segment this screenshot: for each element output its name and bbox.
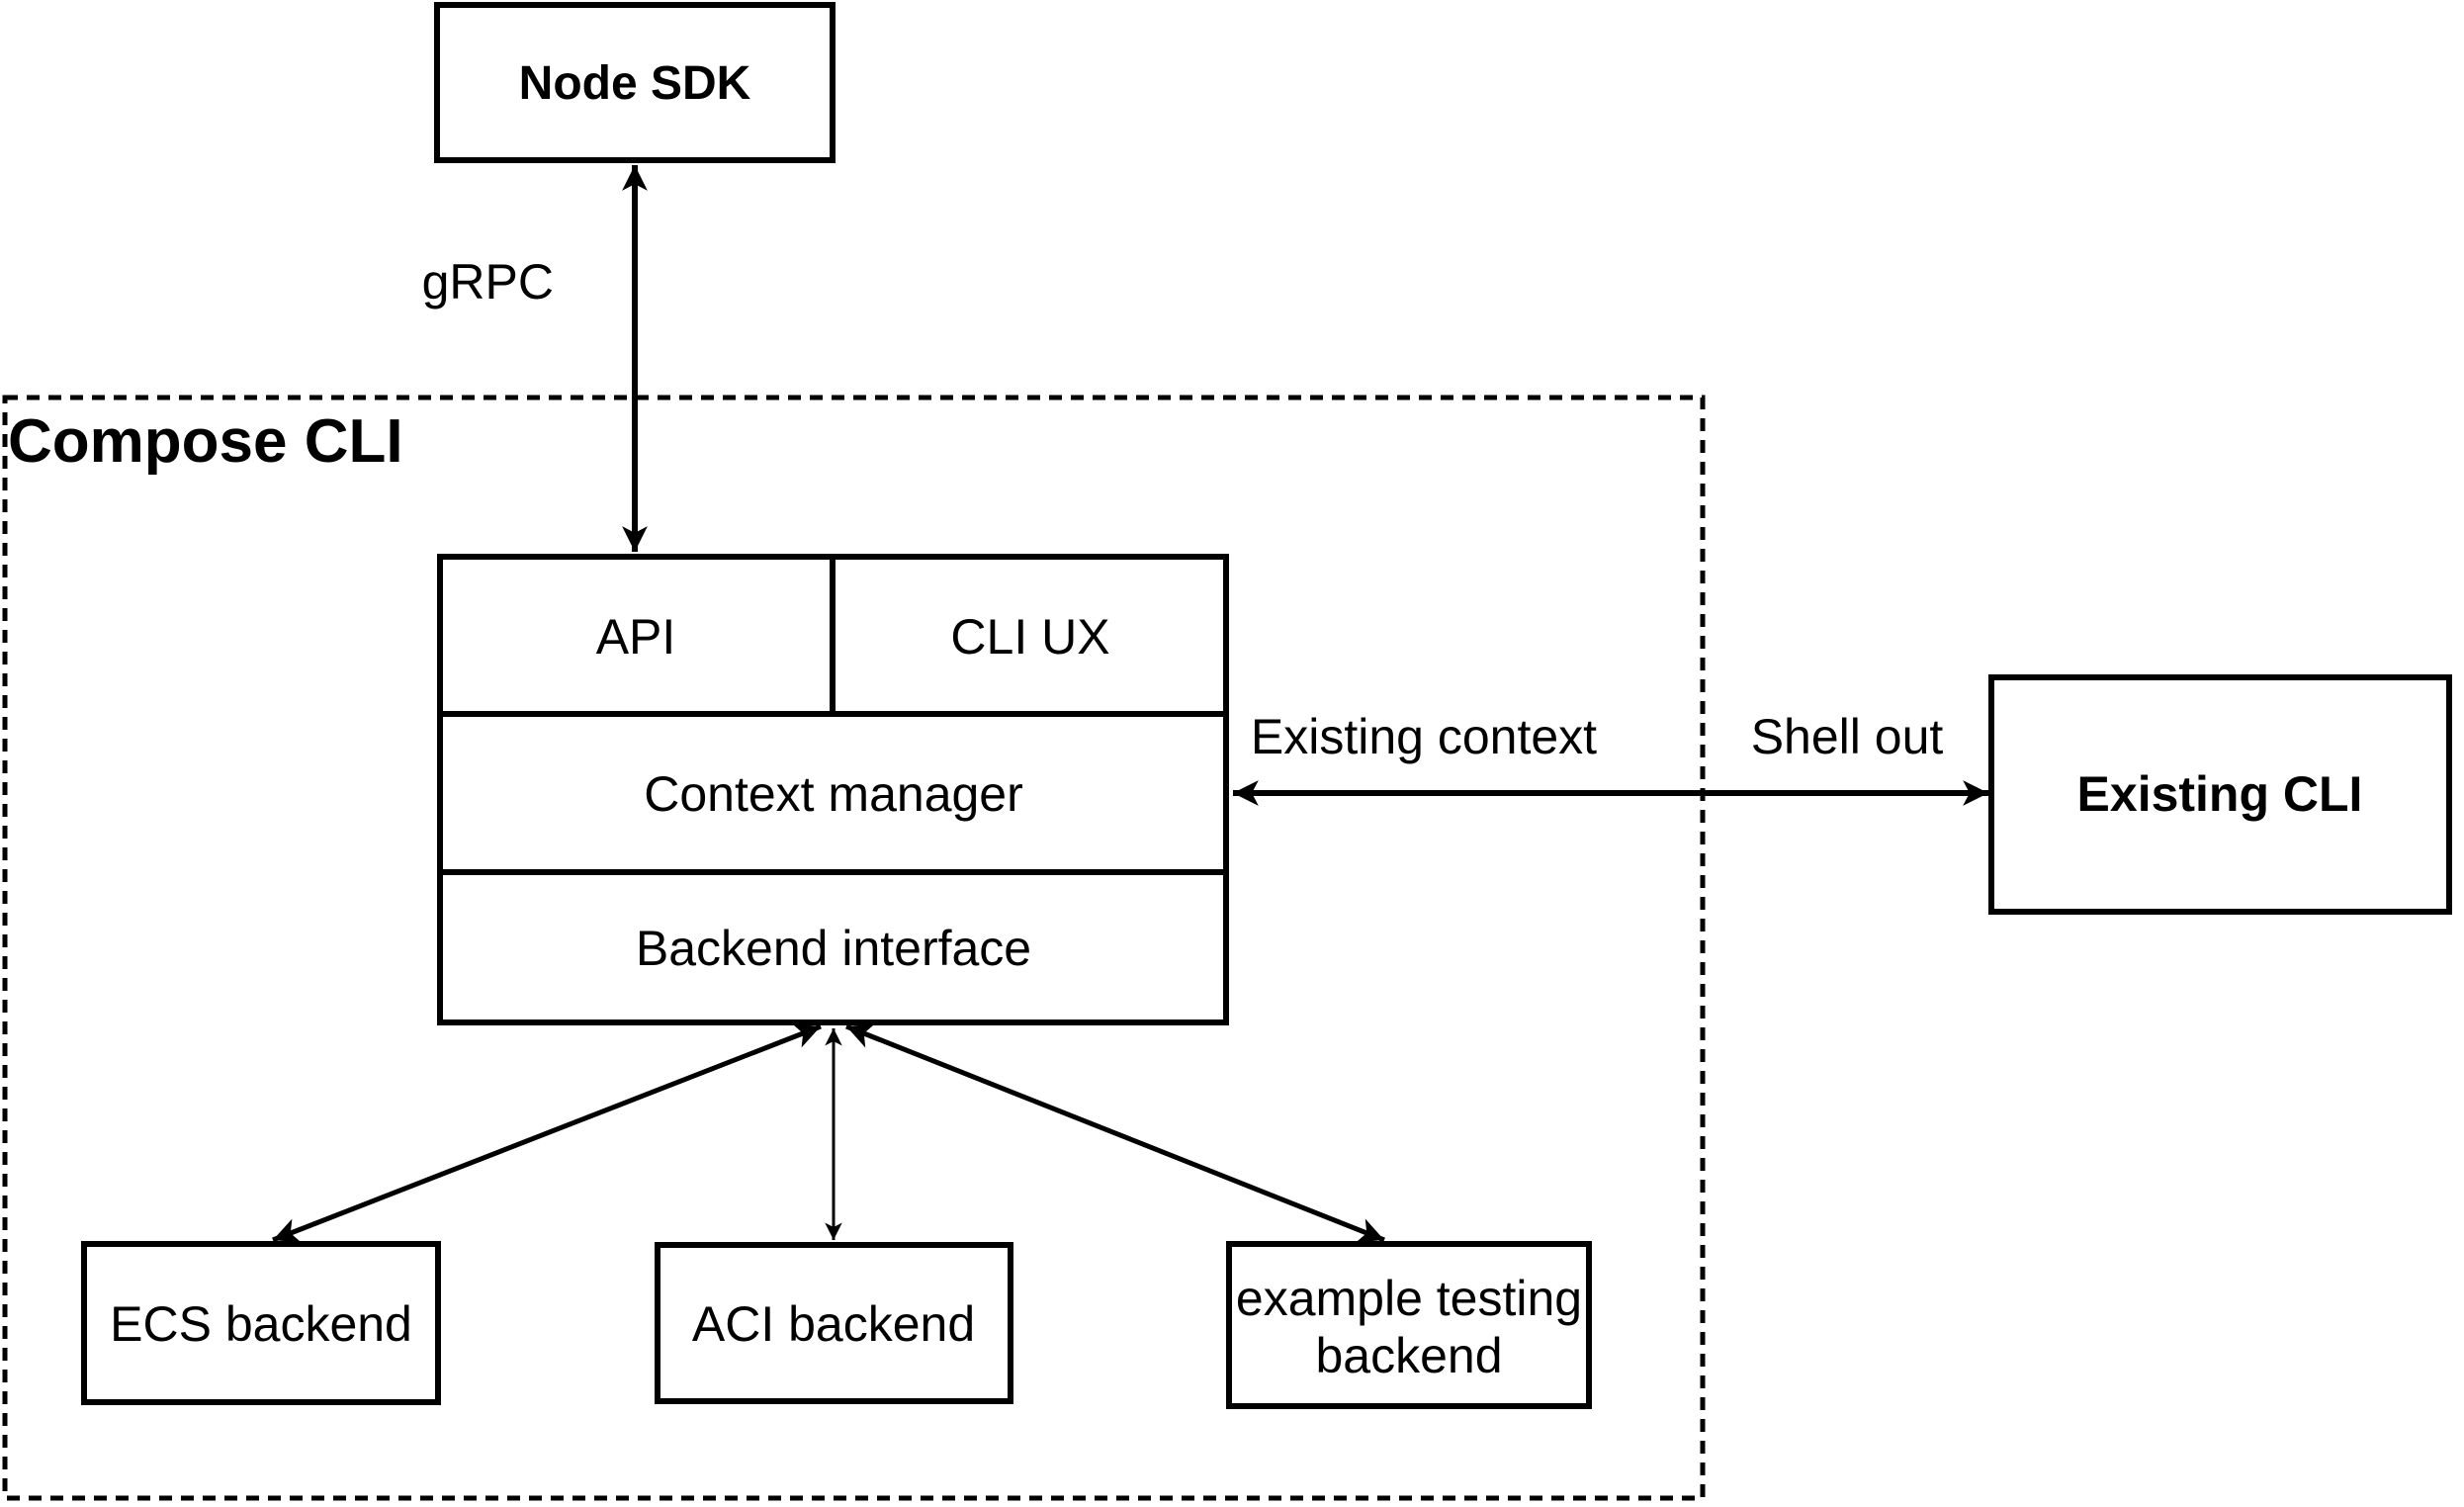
aci-backend-label: ACI backend: [692, 1296, 975, 1352]
existing-cli-label: Existing CLI: [2077, 766, 2363, 822]
cli-ux-label: CLI UX: [950, 609, 1109, 665]
node-sdk-box: [434, 2, 836, 163]
context-manager-label: Context manager: [644, 766, 1023, 822]
api-label: API: [596, 609, 676, 665]
ecs-backend-label: ECS backend: [110, 1296, 412, 1352]
ecs-backend-box: [81, 1241, 441, 1405]
backend-interface-label: Backend interface: [636, 921, 1031, 976]
example-backend-label-line1: example testing: [1236, 1271, 1582, 1326]
node-sdk-label: Node SDK: [519, 57, 751, 110]
example-backend-label-line2: backend: [1315, 1328, 1502, 1383]
example-backend-box: [1226, 1241, 1592, 1409]
backend-example-arrow: [845, 1023, 1385, 1243]
existing-cli-box: [1988, 674, 2452, 915]
backend-ecs-arrow: [272, 1023, 822, 1243]
existing-context-label: Existing context: [1251, 709, 1597, 764]
aci-backend-box: [655, 1242, 1013, 1404]
grpc-label: gRPC: [422, 254, 554, 310]
compose-cli-label: Compose CLI: [8, 407, 403, 476]
shell-out-label: Shell out: [1751, 709, 1944, 764]
compose-cli-container: [2, 395, 1706, 1501]
